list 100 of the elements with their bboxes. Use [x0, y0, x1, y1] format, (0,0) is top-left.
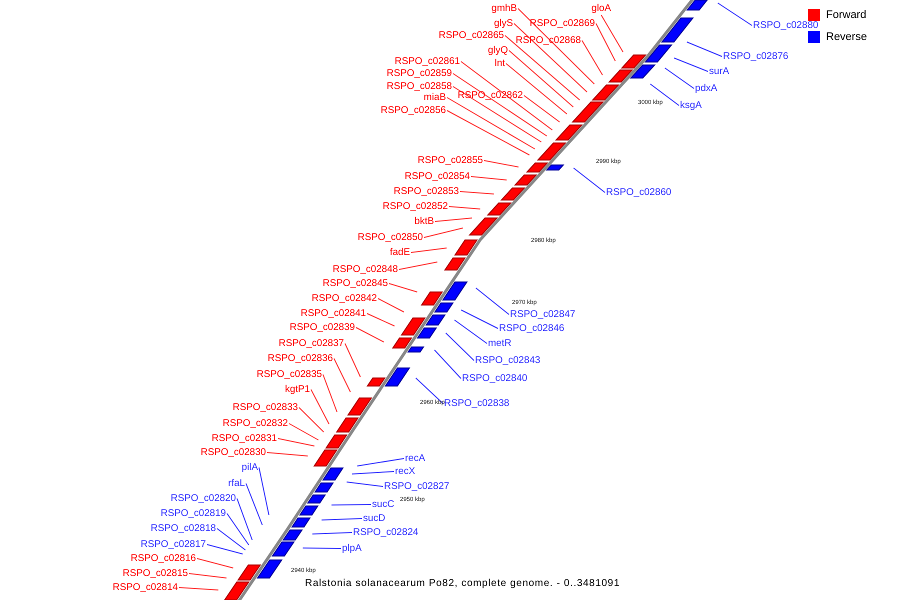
gene-label: RSPO_c02860 — [606, 187, 672, 198]
leader-line — [475, 288, 510, 315]
gene-label: RSPO_c02865 — [438, 30, 504, 41]
leader-line — [514, 23, 588, 92]
gene-label: glyS — [494, 18, 513, 29]
gene-label: pdxA — [695, 83, 718, 94]
gene-label: plpA — [342, 543, 362, 554]
gene-label: RSPO_c02848 — [332, 264, 398, 275]
gene-label: RSPO_c02842 — [312, 293, 377, 304]
gene-label: RSPO_c02820 — [170, 493, 236, 504]
leader-line — [410, 248, 448, 253]
gene-label: recA — [405, 453, 426, 464]
leader-line — [600, 14, 624, 52]
leader-line — [334, 358, 351, 392]
gene-label: kgtP1 — [284, 384, 310, 395]
gene-label: RSPO_c02833 — [232, 402, 298, 413]
leader-line — [398, 262, 438, 270]
gene-label: RSPO_c02832 — [222, 418, 288, 429]
leader-line — [356, 458, 404, 466]
gene-label: glyQ — [488, 45, 508, 56]
leader-line — [346, 482, 384, 487]
leader-line — [206, 544, 244, 554]
gene-label: RSPO_c02816 — [130, 553, 196, 564]
leader-line — [388, 283, 418, 292]
leader-line — [258, 467, 270, 516]
leader-line — [460, 191, 494, 194]
leader-line — [460, 310, 498, 329]
leader-line — [366, 313, 395, 326]
leader-line — [452, 73, 548, 136]
leader-line — [573, 168, 606, 193]
gene-label: RSPO_c02835 — [256, 369, 322, 380]
gene-label: sucD — [363, 513, 386, 524]
leader-line — [321, 518, 362, 520]
gene-label: RSPO_c02839 — [290, 322, 355, 333]
gene-label: fadE — [390, 247, 410, 258]
leader-line — [310, 389, 330, 424]
leader-line — [446, 97, 536, 150]
leader-line — [188, 573, 227, 578]
legend-label: Reverse — [826, 31, 867, 44]
gene-label: RSPO_c02815 — [122, 568, 188, 579]
gene-label: RSPO_c02836 — [268, 353, 333, 364]
gene-label: RSPO_c02831 — [212, 433, 277, 444]
leader-line — [452, 86, 542, 142]
leader-line — [378, 298, 404, 312]
leader-line — [504, 35, 580, 100]
leader-line — [246, 483, 263, 526]
leader-line — [415, 378, 444, 404]
gene-label: RSPO_c02830 — [200, 447, 266, 458]
leader-line — [508, 50, 574, 108]
leader-line — [596, 23, 616, 62]
leader-line — [288, 423, 319, 440]
gene-label: RSPO_c02847 — [510, 309, 576, 320]
leader-line — [686, 42, 722, 57]
gene-label: RSPO_c02827 — [384, 481, 450, 492]
gene-label: surA — [709, 66, 730, 77]
gene-label: RSPO_c02846 — [499, 323, 564, 334]
leader-line — [216, 528, 246, 550]
leader-line — [518, 8, 595, 84]
leader-line — [434, 218, 472, 222]
leader-line — [312, 532, 352, 534]
legend-label: Forward — [826, 9, 866, 22]
leader-line — [356, 327, 384, 342]
leader-line — [524, 95, 560, 122]
gene-label: recX — [395, 466, 416, 477]
leader-line — [236, 498, 253, 540]
leader-line — [664, 68, 694, 89]
gene-label: rfaL — [228, 478, 245, 489]
gene-label: RSPO_c02853 — [394, 186, 459, 197]
gene-label: RSPO_c02837 — [278, 338, 344, 349]
leader-line — [226, 513, 250, 546]
leader-line — [298, 407, 324, 432]
leader-line — [434, 350, 462, 379]
leader-line — [650, 84, 680, 106]
leader-line — [445, 332, 474, 361]
gene-label: RSPO_c02850 — [358, 232, 423, 243]
gene-label: RSPO_c02845 — [322, 278, 388, 289]
gene-label: sucC — [372, 499, 394, 510]
gene-label: RSPO_c02852 — [382, 201, 448, 212]
leader-line — [484, 160, 519, 168]
gene-label: RSPO_c02818 — [150, 523, 216, 534]
caption: Ralstonia solanacearum Po82, complete genome. - 0..3481091 — [305, 578, 620, 589]
leader-line — [352, 471, 394, 474]
gene-label: RSPO_c02880 — [753, 20, 818, 31]
gene-label: RSPO_c02840 — [462, 373, 528, 384]
gene-label: pilA — [242, 462, 258, 473]
leader-line — [331, 504, 372, 506]
gene-label: RSPO_c02824 — [353, 527, 418, 538]
leader-line — [322, 374, 338, 412]
leader-line — [470, 176, 508, 180]
gene-label: RSPO_c02814 — [112, 582, 178, 593]
gene-label: RSPO_c02856 — [380, 105, 446, 116]
gene-label: RSPO_c02858 — [386, 81, 452, 92]
gene-label: lnt — [494, 58, 505, 69]
leader-line — [302, 548, 342, 549]
gene-label: metR — [488, 338, 512, 349]
gene-label: RSPO_c02854 — [404, 171, 470, 182]
gene-label: RSPO_c02838 — [444, 398, 510, 409]
gene-label: miaB — [424, 92, 446, 103]
leader-line — [196, 558, 234, 568]
leader-line — [506, 63, 568, 114]
